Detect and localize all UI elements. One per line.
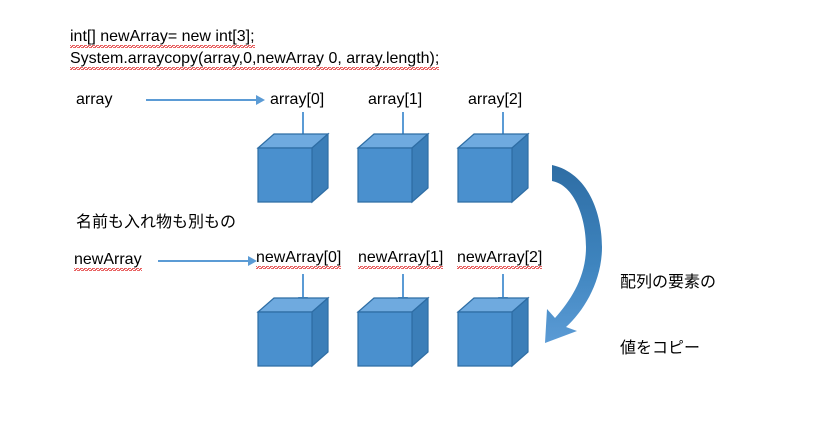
newarray-source-label: newArray [74,250,142,271]
different-object-note: 名前も入れ物も別もの [76,214,237,231]
cell-label-newarray-2: newArray[2] [457,248,543,269]
array-source-label: array [76,91,113,108]
cell-label-newarray-0: newArray[0] [256,248,342,269]
cell-label-array-0: array[0] [270,91,325,108]
cube-array-0 [256,132,330,206]
cell-label-newarray-2-text: newArray[2] [457,249,543,269]
code-line-1: int[] newArray= new int[3]; [70,26,439,48]
newarray-source-label-text: newArray [74,251,142,271]
copy-annotation-line-2: 値をコピー [620,340,701,357]
code-line-1-text: int[] newArray= new int[3]; [70,28,255,48]
array-pointer-arrow [146,92,266,108]
code-line-2-text: System.arraycopy(array,0,newArray 0, arr… [70,50,440,70]
code-line-2: System.arraycopy(array,0,newArray 0, arr… [70,48,440,70]
copy-curved-arrow [540,155,630,350]
copy-annotation: 配列の要素の 値をコピー [620,228,716,404]
cell-label-newarray-0-text: newArray[0] [256,249,342,269]
cube-array-1 [356,132,430,206]
newarray-pointer-arrow [158,253,258,269]
cube-newarray-0 [256,296,330,370]
cell-label-array-2: array[2] [468,91,523,108]
cell-label-newarray-1-text: newArray[1] [358,249,444,269]
cube-newarray-1 [356,296,430,370]
cube-newarray-2 [456,296,530,370]
cube-array-2 [456,132,530,206]
copy-annotation-line-1: 配列の要素の [620,274,717,291]
cell-label-array-1: array[1] [368,91,423,108]
cell-label-newarray-1: newArray[1] [358,248,444,269]
code-block: int[] newArray= new int[3]; System.array… [70,26,440,70]
